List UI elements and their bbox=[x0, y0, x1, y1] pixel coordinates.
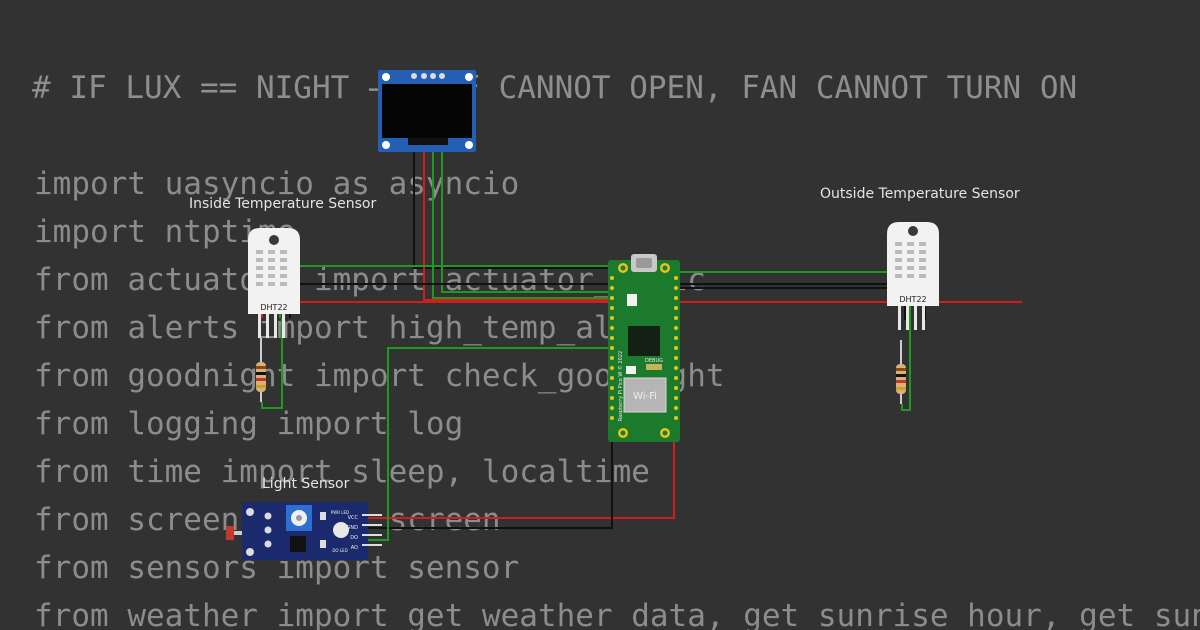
light-sensor-pin-gnd: GND bbox=[347, 525, 359, 531]
outside-sensor-label: Outside Temperature Sensor bbox=[820, 186, 1020, 202]
light-sensor-label: Light Sensor bbox=[262, 476, 350, 492]
oled-display[interactable] bbox=[378, 70, 476, 152]
code-line: from time import sleep, localtime bbox=[34, 454, 650, 490]
raspberry-pi-pico-w[interactable]: DEBUG Wi-Fi Raspberry Pi Pico W © 2022 bbox=[608, 254, 680, 442]
outside-temperature-sensor[interactable]: DHT22 bbox=[887, 222, 939, 330]
inside-sensor-label: Inside Temperature Sensor bbox=[189, 196, 377, 212]
pico-debug-label: DEBUG bbox=[645, 358, 663, 364]
light-sensor-pin-ao: AO bbox=[351, 545, 358, 551]
code-line: from logging import log bbox=[34, 406, 464, 442]
code-line: import uasyncio as asyncio bbox=[34, 166, 520, 202]
code-line: from weather import get_weather_data, ge… bbox=[34, 598, 1200, 630]
light-sensor-pin-vcc: VCC bbox=[348, 515, 359, 521]
inside-temperature-sensor[interactable]: DHT22 bbox=[248, 228, 300, 338]
wire-outside-resistor[interactable] bbox=[901, 290, 911, 411]
inside-pullup-resistor[interactable] bbox=[256, 338, 266, 402]
pico-model-label: Raspberry Pi Pico W © 2022 bbox=[617, 351, 624, 421]
inside-sensor-model: DHT22 bbox=[260, 303, 287, 312]
light-sensor-pwr-led-label: PWR LED bbox=[331, 510, 349, 515]
code-line: from sensors import sensor bbox=[34, 550, 520, 586]
pico-wifi-label: Wi-Fi bbox=[633, 391, 657, 402]
outside-sensor-model: DHT22 bbox=[899, 295, 926, 304]
light-sensor-module[interactable]: VCC GND DO AO PWR LED DO LED bbox=[226, 502, 382, 560]
light-sensor-do-led-label: DO LED bbox=[332, 548, 347, 553]
wire-light-do[interactable] bbox=[362, 347, 612, 541]
wire-inside-resistor[interactable] bbox=[261, 318, 283, 409]
light-sensor-pin-do: DO bbox=[350, 535, 358, 541]
outside-pullup-resistor[interactable] bbox=[896, 340, 906, 404]
wire-light-gnd[interactable] bbox=[362, 288, 613, 529]
